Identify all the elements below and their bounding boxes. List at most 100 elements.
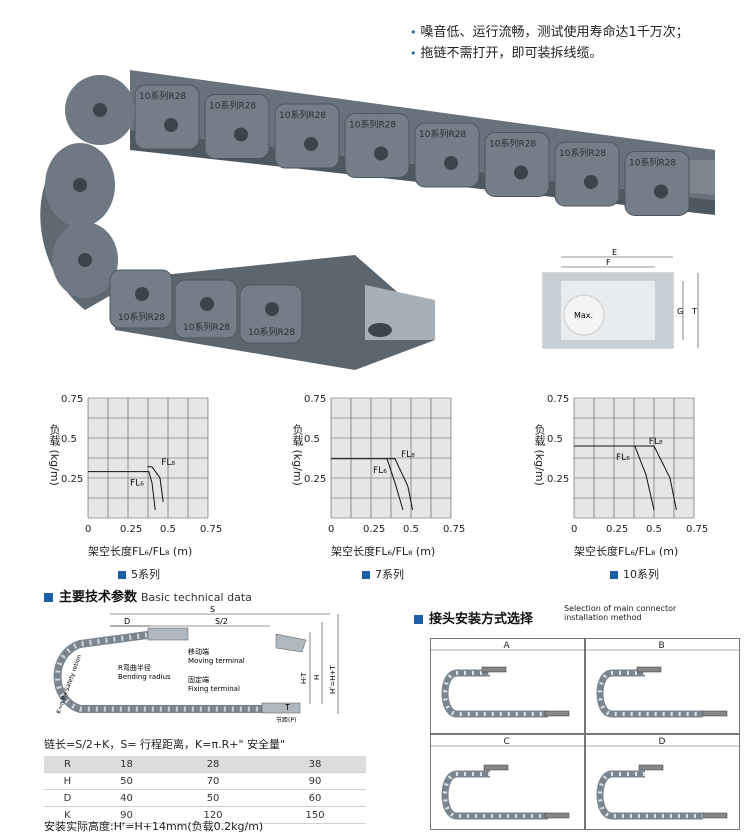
chart1-legend: 5系列 — [118, 566, 160, 582]
y-tick-label: 0.75 — [547, 394, 569, 405]
x-tick-label: 0 — [328, 524, 334, 535]
spec-cell: 90 — [264, 772, 366, 790]
connector-bottom — [544, 710, 570, 717]
link-label: 10系列R28 — [559, 147, 606, 159]
x-tick-label: 0.75 — [686, 524, 708, 535]
x-tick-label: 0 — [85, 524, 91, 535]
panel-label: A — [504, 641, 511, 651]
x-tick-label: 0.5 — [403, 524, 419, 535]
chart2-xlabel: 架空长度FL₆/FL₈ (m) — [331, 545, 436, 558]
spec-row-label: K — [44, 806, 91, 824]
chain-path-holes — [598, 671, 703, 716]
link-label: 10系列R28 — [139, 90, 186, 102]
annotation-fl6: FL₆ — [130, 479, 144, 489]
y-tick-label: 0.5 — [304, 434, 320, 445]
series-line — [88, 471, 156, 511]
link-hole — [374, 146, 388, 161]
spec-cell: 38 — [264, 756, 366, 773]
section-diagram: E F G T Max. — [542, 248, 699, 349]
link-hole — [654, 184, 668, 199]
legend-square-icon — [118, 571, 126, 579]
label-moving-cn: 移动端 — [188, 647, 209, 656]
annotation-fl6: FL₆ — [373, 466, 387, 476]
connector-top — [636, 666, 662, 673]
x-tick-label: 0.25 — [606, 524, 628, 535]
label-HF: Hᶠ=H+T — [329, 665, 337, 694]
feature-line-2: •拖链不需打开，即可装拆线缆。 — [410, 46, 603, 61]
label-T: T — [284, 703, 290, 712]
x-tick-label: 0.25 — [120, 524, 142, 535]
tech-diagram: S S/2 D 移动端 Moving terminal R弯曲半径 Bendin… — [53, 605, 339, 724]
link-hole — [304, 137, 318, 151]
chart3-ylabel: 负载 (kg/m) — [533, 424, 546, 486]
link-hole — [164, 118, 178, 132]
spec-cell: 40 — [90, 789, 163, 807]
spec-cell: 150 — [264, 806, 366, 824]
chain-link — [484, 132, 550, 197]
link-hole — [234, 127, 248, 142]
feature-line-1: •嗓音低、运行流畅，测试使用寿命达1千万次； — [410, 25, 689, 40]
annotation-fl8: FL₈ — [161, 458, 175, 468]
max-label: Max. — [574, 311, 593, 320]
link-label: 10系列R28 — [248, 326, 295, 338]
spec-row-label: H — [44, 772, 91, 790]
label-S2: S/2 — [215, 617, 228, 626]
chain-link — [274, 103, 340, 169]
chain-path-holes — [598, 772, 703, 818]
chain-link — [204, 94, 270, 159]
drag-chain-illustration: 10系列R28 10系列R28 10系列R28 10系列R28 10系列R28 10系列R… — [40, 70, 715, 370]
spec-row-label: D — [44, 789, 91, 807]
link-label: 10系列R28 — [183, 321, 230, 333]
x-tick-label: 0.5 — [160, 524, 176, 535]
chain-bend — [40, 75, 135, 310]
install-height-note: 安装实际高度:Hᶠ=H+14mm(负载0.2kg/m) — [44, 820, 264, 833]
connector-panel-a: A — [430, 638, 585, 734]
label-fix-cn: 固定端 — [188, 675, 209, 684]
chain-links-upper: 10系列R2810系列R2810系列R2810系列R2810系列R2810系列R… — [134, 84, 690, 216]
dim-T: T — [691, 307, 697, 316]
legend-square-icon — [362, 571, 370, 579]
dim-G: G — [677, 307, 683, 316]
link-label: 10系列R28 — [489, 138, 536, 150]
chain-link — [134, 84, 200, 150]
spec-row-label: R — [44, 756, 91, 773]
chain-path-holes — [443, 772, 548, 818]
label-H: H — [313, 675, 321, 680]
y-tick-label: 0.25 — [547, 474, 569, 485]
series-line — [331, 458, 404, 511]
spec-cell: 90 — [90, 806, 163, 824]
x-tick-label: 0.75 — [200, 524, 222, 535]
annotation-fl8: FL₈ — [401, 450, 415, 460]
chain-length-formula: 链长=S/2+K，S= 行程距离，K=π.R+" 安全量" — [44, 738, 286, 751]
panel-frame — [430, 638, 585, 734]
spec-cell: 28 — [162, 756, 265, 773]
y-tick-label: 0.25 — [61, 474, 83, 485]
link-hole — [514, 165, 528, 180]
spec-cell: 18 — [90, 756, 163, 773]
y-tick-label: 0.5 — [547, 434, 563, 445]
connector-bottom — [702, 710, 728, 717]
connector-section-title: 接头安装方式选择 — [414, 608, 533, 627]
chart1-ylabel: 负载 (kg/m) — [48, 424, 61, 486]
link-hole — [584, 175, 598, 189]
chain-link — [554, 141, 620, 207]
dim-F: F — [606, 258, 611, 267]
panel-label: B — [659, 641, 665, 651]
section-square-icon — [44, 593, 53, 602]
link-label: 10系列R28 — [118, 311, 165, 323]
annotation-fl8: FL₈ — [649, 437, 663, 447]
x-tick-label: 0.75 — [443, 524, 465, 535]
x-tick-label: 0.25 — [363, 524, 385, 535]
chart3-xlabel: 架空长度FL₆/FL₈ (m) — [574, 545, 679, 558]
label-bend-en: Bending radius — [118, 673, 171, 681]
link-hole — [135, 287, 149, 301]
series-line — [634, 445, 677, 511]
